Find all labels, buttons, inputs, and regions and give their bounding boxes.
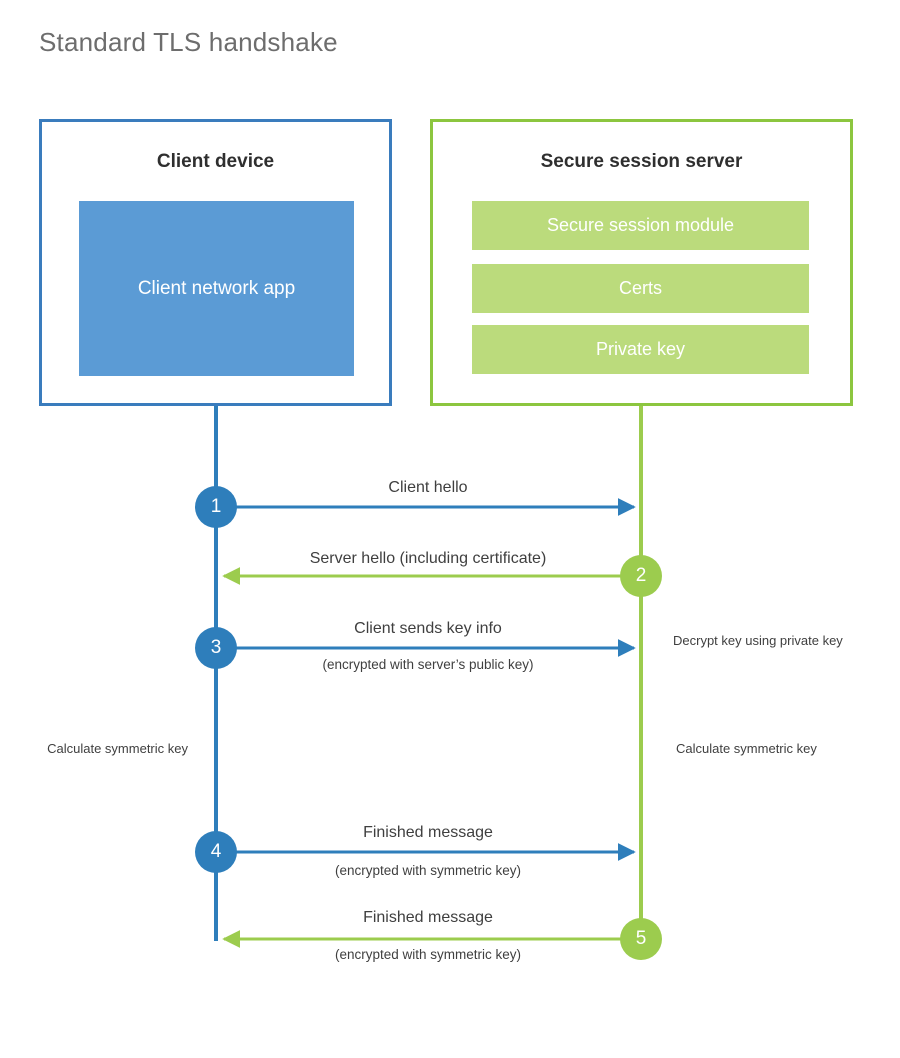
step-2-label: Server hello (including certificate) <box>309 550 547 567</box>
step-1-label: Client hello <box>388 479 468 496</box>
step-marker-4[interactable]: 4 <box>195 831 237 873</box>
step-marker-2[interactable]: 2 <box>620 555 662 597</box>
note-calculate-symmetric-key-server: Calculate symmetric key <box>676 741 817 756</box>
page-title: Standard TLS handshake <box>39 27 338 57</box>
server-bar-certs: Certs <box>472 264 809 313</box>
client-device-title: Client device <box>156 151 275 172</box>
step-marker-5[interactable]: 5 <box>620 918 662 960</box>
step-3-sublabel: (encrypted with server’s public key) <box>322 657 534 672</box>
step-3-label: Client sends key info <box>354 620 502 637</box>
client-network-app-block: Client network app <box>79 201 354 376</box>
note-calculate-symmetric-key-client: Calculate symmetric key <box>47 741 188 756</box>
secure-session-server-title: Secure session server <box>540 151 743 172</box>
step-4-label: Finished message <box>363 824 493 841</box>
step-marker-3[interactable]: 3 <box>195 627 237 669</box>
secure-session-server-box: Secure session server Secure session mod… <box>430 119 853 406</box>
step-5-sublabel: (encrypted with symmetric key) <box>334 947 522 962</box>
server-bar-private-key: Private key <box>472 325 809 374</box>
step-marker-1[interactable]: 1 <box>195 486 237 528</box>
client-device-box: Client device Client network app <box>39 119 392 406</box>
step-4-sublabel: (encrypted with symmetric key) <box>334 863 522 878</box>
server-bar-secure-session-module: Secure session module <box>472 201 809 250</box>
note-decrypt-key: Decrypt key using private key <box>673 633 843 648</box>
step-5-label: Finished message <box>363 909 493 926</box>
